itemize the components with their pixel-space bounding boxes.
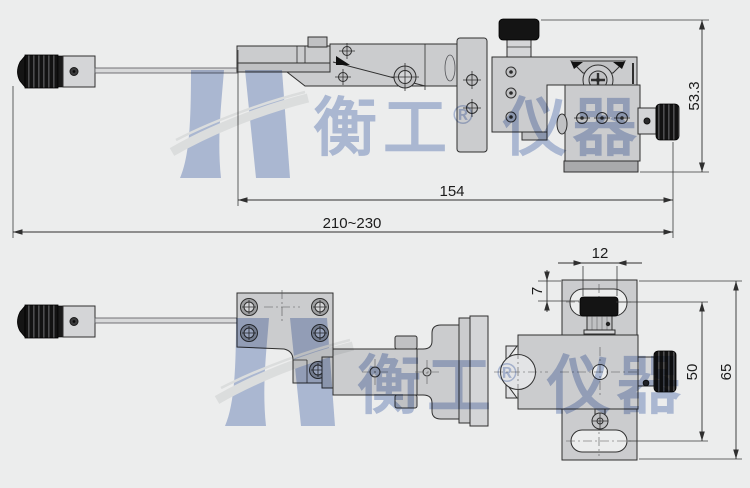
screw xyxy=(335,69,351,85)
dimension-edge-offset: 7 xyxy=(529,270,579,312)
clamp-tab xyxy=(307,36,328,48)
flange-plate-outer xyxy=(469,315,489,427)
screw xyxy=(505,87,517,99)
lock-tab-top xyxy=(394,335,418,350)
dim-overall-length-label: 210~230 xyxy=(323,215,382,232)
stage-block-plan xyxy=(494,334,650,430)
dim-hole-spacing-label: 50 xyxy=(684,364,701,381)
side-adjustment-knob-side xyxy=(637,103,680,141)
top-adjustment-knob-side xyxy=(498,18,540,58)
socket-screw xyxy=(240,298,258,316)
dimension-body-length: 154 xyxy=(237,50,674,238)
screw xyxy=(505,66,517,78)
slide-block-side xyxy=(556,84,641,162)
screw xyxy=(594,112,610,124)
dimension-knob-width: 12 xyxy=(558,245,642,296)
top-adjustment-knob-plan xyxy=(579,296,619,335)
dim-body-length-label: 154 xyxy=(439,183,464,200)
dim-knob-width-label: 12 xyxy=(592,245,609,262)
screw xyxy=(614,112,630,124)
side-view: 53.3 154 210~230 xyxy=(12,18,709,238)
pivot-screw xyxy=(391,63,419,91)
plate-screw xyxy=(463,71,481,89)
carrier-block xyxy=(236,45,331,64)
dim-edge-offset-label: 7 xyxy=(529,287,546,295)
screw xyxy=(505,111,517,123)
dimension-height: 53.3 xyxy=(541,19,709,173)
dim-plate-height-label: 65 xyxy=(718,364,735,381)
dimension-hole-spacing: 50 xyxy=(616,301,708,442)
dim-height-label: 53.3 xyxy=(686,81,703,110)
dimension-plate-height: 65 xyxy=(639,280,742,460)
vertical-plate-side xyxy=(456,37,488,153)
watermark-brand-text: 衡工® 仪器 xyxy=(357,350,687,422)
side-adjustment-knob-plan xyxy=(637,350,677,393)
pointer-mark xyxy=(336,56,350,65)
hengong-logo-icon xyxy=(172,70,308,178)
screw xyxy=(574,112,590,124)
socket-screw xyxy=(311,298,329,316)
translation-body-plan xyxy=(321,324,461,420)
bottom-screw xyxy=(591,412,609,430)
micrometer-head-plan xyxy=(17,304,239,339)
watermark-bottom: 衡工® 仪器 xyxy=(217,318,687,426)
dimension-overall-length: 210~230 xyxy=(12,86,673,238)
plate-screw xyxy=(463,99,481,117)
stage-body-side xyxy=(285,43,458,91)
watermark-top: 衡工® 仪器 xyxy=(172,70,643,178)
watermark-brand-text: 衡工® 仪器 xyxy=(313,92,643,164)
screw xyxy=(339,43,355,59)
